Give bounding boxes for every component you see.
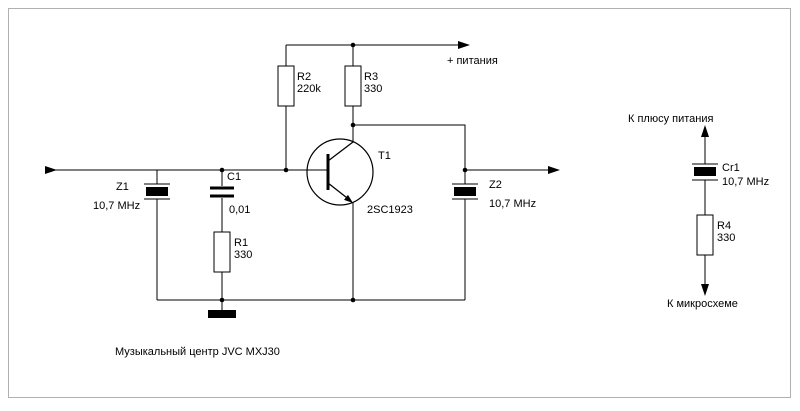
label-z1-value: 10,7 MHz — [93, 200, 140, 212]
label-supply: + питания — [447, 55, 498, 67]
resistor-r4: R4 330 — [696, 214, 735, 256]
ceramic-filter-z2: Z2 10,7 MHz — [452, 179, 536, 210]
output-arrow — [548, 166, 560, 174]
label-r1-ref: R1 — [234, 237, 248, 249]
junction-dot — [350, 297, 356, 303]
z1-body — [146, 187, 168, 196]
junction-dots — [219, 42, 468, 303]
r4-body — [696, 214, 714, 256]
z2-body — [454, 187, 476, 196]
junction-dot — [219, 167, 225, 173]
supply-arrow — [458, 41, 470, 49]
t1-collector-lead — [327, 141, 354, 162]
label-r4-ref: R4 — [717, 220, 731, 232]
label-to-plus: К плюсу питания — [628, 113, 713, 125]
label-z1-ref: Z1 — [116, 181, 129, 193]
label-cr1-ref: Cr1 — [722, 162, 740, 174]
resistor-r2: R2 220k — [277, 65, 321, 107]
label-r3-ref: R3 — [364, 71, 378, 83]
to-plus-arrow — [701, 125, 709, 137]
label-r2-ref: R2 — [297, 71, 311, 83]
label-t1-ref: T1 — [378, 150, 391, 162]
wire-collector-branch — [353, 124, 466, 170]
t1-circle — [306, 138, 374, 206]
junction-dot — [350, 122, 356, 128]
input-arrow — [45, 166, 57, 174]
r1-body — [213, 231, 231, 273]
diagram-caption: Музыкальный центр JVC MXJ30 — [115, 346, 280, 358]
label-cr1-value: 10,7 MHz — [722, 176, 769, 188]
junction-dot — [462, 167, 468, 173]
label-to-chip: К микросхеме — [667, 298, 738, 310]
label-z2-ref: Z2 — [489, 179, 502, 191]
label-r2-value: 220k — [297, 83, 321, 95]
r2-body — [277, 65, 295, 107]
ceramic-filter-cr1: Cr1 10,7 MHz — [692, 162, 769, 188]
label-r3-value: 330 — [364, 83, 382, 95]
arrows — [45, 41, 709, 296]
diagram-border — [8, 8, 791, 398]
transistor-t1: T1 2SC1923 — [306, 138, 413, 216]
label-r4-value: 330 — [717, 232, 735, 244]
label-t1-value: 2SC1923 — [367, 204, 413, 216]
wires — [45, 44, 706, 310]
label-c1-ref: C1 — [227, 171, 241, 183]
t1-emitter-arrow — [344, 194, 353, 203]
r3-body — [344, 65, 362, 107]
cr1-body — [694, 167, 716, 176]
capacitor-c1: C1 0,01 — [210, 171, 250, 216]
junction-dot — [350, 42, 356, 48]
label-z2-value: 10,7 MHz — [489, 198, 536, 210]
junction-dot — [283, 167, 289, 173]
resistor-r3: R3 330 — [344, 65, 382, 107]
to-chip-arrow — [701, 284, 709, 296]
ceramic-filter-z1: Z1 10,7 MHz — [93, 181, 170, 212]
label-r1-value: 330 — [234, 249, 252, 261]
label-c1-value: 0,01 — [229, 204, 250, 216]
resistor-r1: R1 330 — [213, 231, 252, 273]
ground-symbol — [208, 310, 236, 318]
junction-dot — [219, 297, 225, 303]
